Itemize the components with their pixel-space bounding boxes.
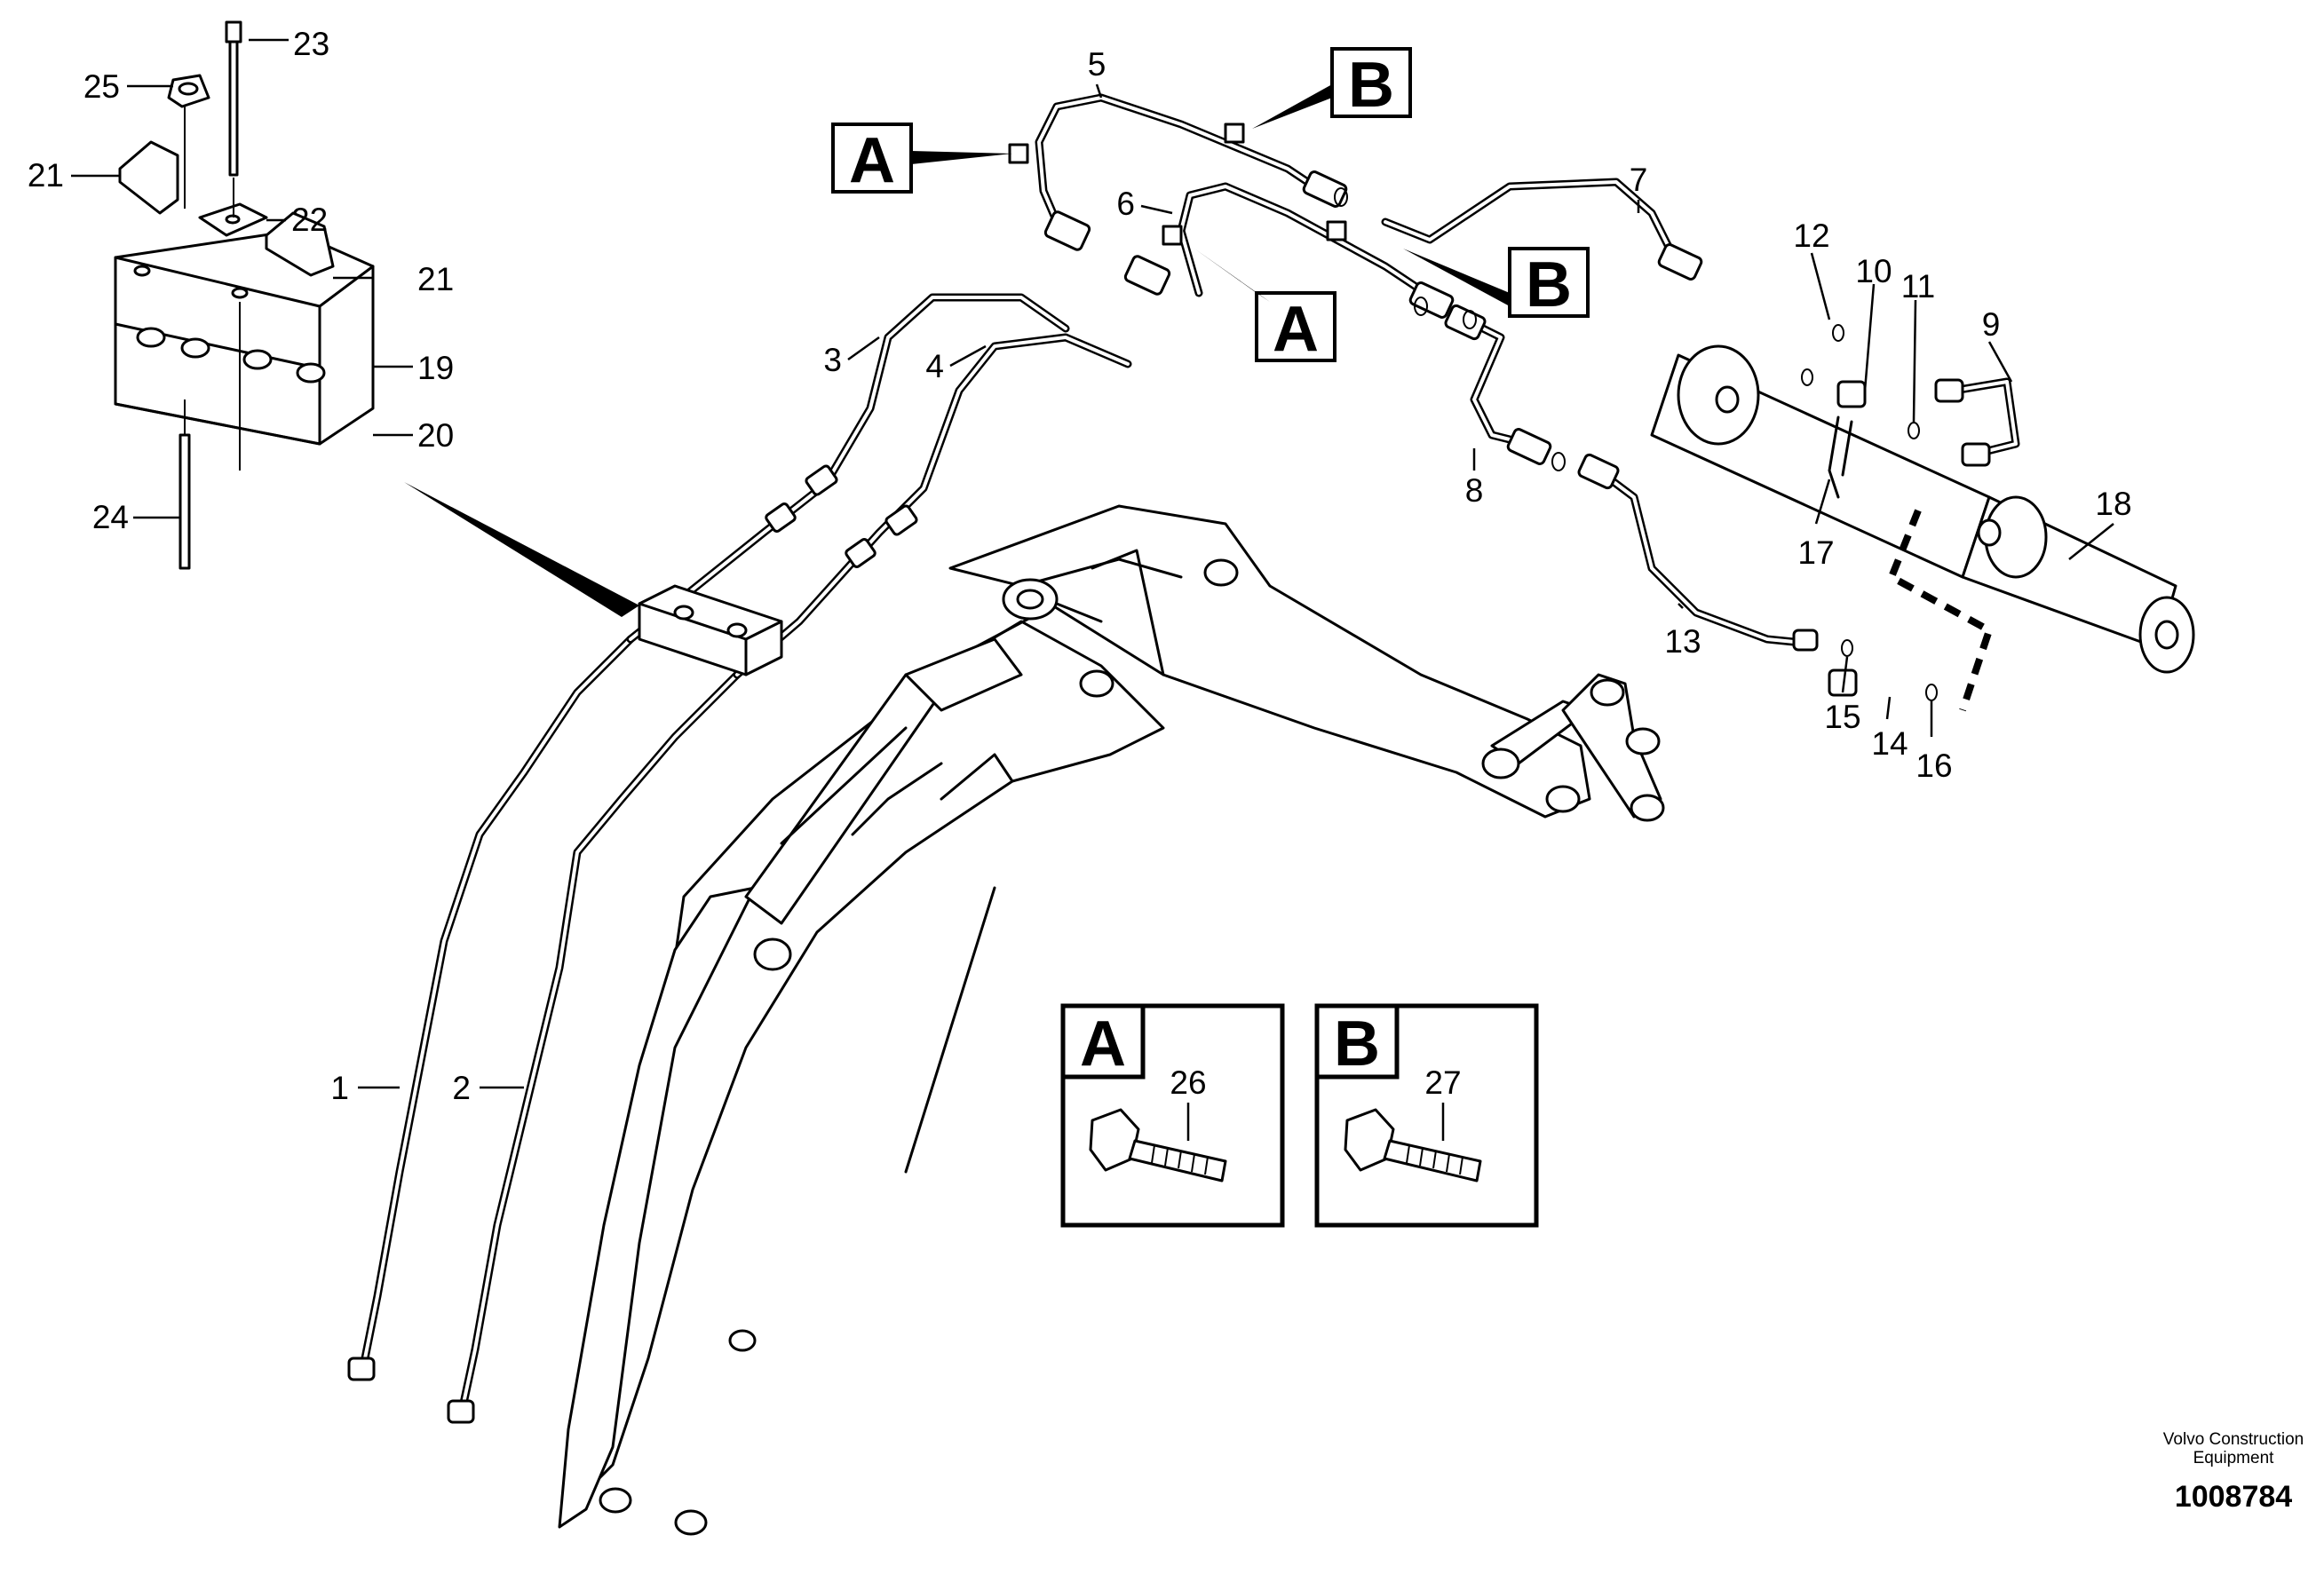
- company-line-1: Volvo Construction: [2163, 1430, 2304, 1449]
- callout-12: 12: [1793, 218, 1829, 254]
- callout-21-right: 21: [417, 261, 454, 297]
- leader-lines: [71, 38, 2114, 1089]
- callout-14: 14: [1871, 725, 1908, 762]
- boom: [558, 504, 1665, 1536]
- clamp-pointer-arrow: [404, 482, 639, 617]
- view-marker-a1: A: [831, 123, 1012, 196]
- view-marker-b2: B: [1403, 247, 1590, 320]
- callout-8: 8: [1465, 472, 1484, 509]
- callout-2: 2: [452, 1070, 471, 1106]
- callout-11: 11: [1901, 268, 1935, 305]
- callout-21-left: 21: [28, 157, 64, 194]
- legend-box-b: B 27: [1314, 1003, 1539, 1228]
- exploded-clamp: [114, 20, 375, 570]
- company-line-2: Equipment: [2193, 1449, 2275, 1467]
- callout-7: 7: [1630, 162, 1648, 198]
- callout-24: 24: [92, 499, 129, 535]
- callout-19: 19: [417, 350, 454, 386]
- callout-10: 10: [1855, 253, 1892, 289]
- callout-6: 6: [1116, 186, 1135, 222]
- flange-bolt-icon: [1089, 1108, 1227, 1183]
- view-label-b1: B: [1348, 50, 1394, 121]
- pipes-1-2-3-4: [347, 293, 1132, 1424]
- callout-22: 22: [291, 202, 328, 238]
- callout-23: 23: [293, 26, 329, 62]
- callout-1: 1: [330, 1070, 349, 1106]
- callout-20: 20: [417, 417, 454, 454]
- pipe-clamp-assembly: [638, 584, 783, 676]
- view-label-a2: A: [1273, 294, 1319, 365]
- callout-15: 15: [1824, 699, 1860, 735]
- legend-a-label: A: [1080, 1009, 1126, 1080]
- drawing-number: 1008784: [2175, 1480, 2292, 1514]
- legend-b-part-number: 27: [1424, 1064, 1461, 1101]
- footer: Volvo Construction Equipment 1008784: [2163, 1430, 2304, 1514]
- legend-a-part-number: 26: [1170, 1064, 1206, 1101]
- cylinder-18-assembly: [1650, 324, 2195, 712]
- callout-13: 13: [1664, 623, 1701, 660]
- hoses-5-6-7-8: [1008, 93, 1816, 648]
- view-label-a1: A: [849, 125, 895, 196]
- callout-17: 17: [1797, 534, 1834, 571]
- legend-box-a: A 26: [1060, 1003, 1285, 1228]
- callout-16: 16: [1916, 748, 1952, 784]
- flange-bolt-icon: [1344, 1108, 1482, 1183]
- view-label-b2: B: [1526, 249, 1572, 320]
- callout-25: 25: [83, 68, 120, 105]
- callout-4: 4: [925, 348, 944, 384]
- callout-9: 9: [1982, 306, 2001, 343]
- view-marker-b1: B: [1252, 47, 1412, 129]
- callout-3: 3: [823, 342, 842, 378]
- callout-numbers: 1 2 3 4 5 6 7 8 9 10 11 12 13 14 15 16 1…: [28, 26, 2132, 1106]
- callout-18: 18: [2095, 486, 2131, 522]
- view-marker-a2: A: [1194, 249, 1336, 365]
- legend-b-label: B: [1334, 1009, 1380, 1080]
- callout-5: 5: [1088, 46, 1106, 83]
